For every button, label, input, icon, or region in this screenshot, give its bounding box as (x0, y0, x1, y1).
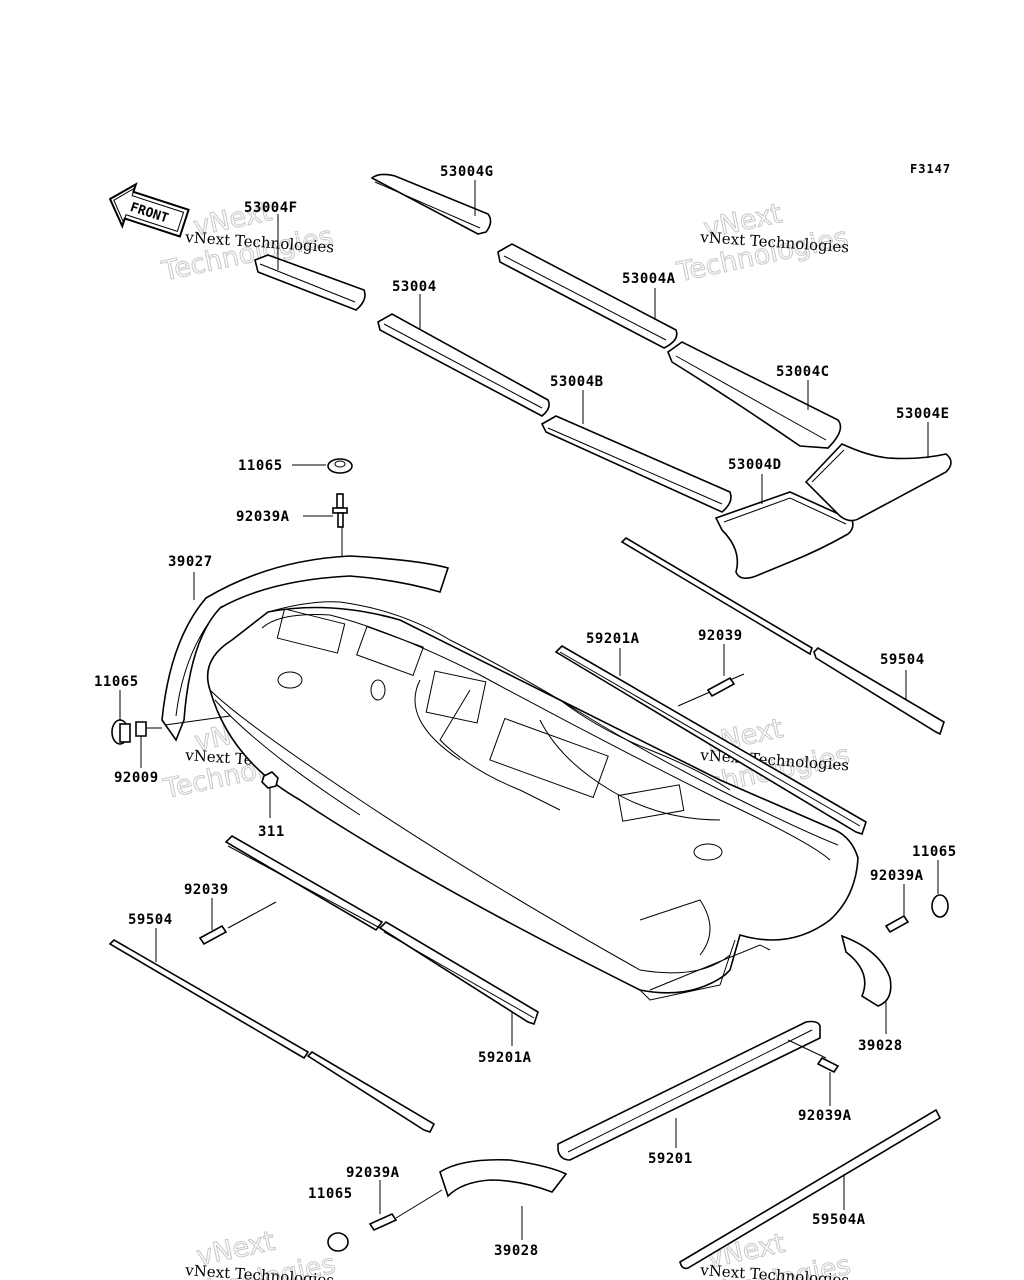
label-92039-right: 92039 (698, 628, 743, 644)
part-labels: 53004G 53004F 53004 53004A 53004B 53004C… (94, 164, 957, 1259)
label-59201A-right: 59201A (586, 631, 640, 647)
label-311: 311 (258, 824, 285, 840)
label-59504A: 59504A (812, 1212, 866, 1228)
cap-11065-right (931, 894, 949, 918)
bumper-39027 (161, 555, 450, 742)
mat-53004F (254, 254, 366, 311)
guard-rail-59504-right (620, 536, 945, 736)
label-59504-right: 59504 (880, 652, 925, 668)
label-53004A: 53004A (622, 271, 676, 287)
label-11065-right: 11065 (912, 844, 957, 860)
label-92039A-right: 92039A (870, 868, 924, 884)
label-92039A-top: 92039A (236, 509, 290, 525)
nut-311 (261, 771, 279, 789)
mat-53004C (667, 341, 842, 449)
rivet-92039A-bottom-right (816, 1056, 840, 1074)
mat-53004G (370, 173, 492, 235)
mat-53004 (377, 313, 550, 417)
label-11065-bottom: 11065 (308, 1186, 353, 1202)
bumper-39028-right (840, 934, 892, 1007)
label-53004: 53004 (392, 279, 437, 295)
label-39028-bottom: 39028 (494, 1243, 539, 1259)
guard-rail-59504-left (108, 939, 436, 1133)
trim-59201A-left (224, 835, 539, 1026)
label-92039A-bottom-right: 92039A (798, 1108, 852, 1124)
rivet-92039A-top (332, 493, 348, 528)
cap-11065-left (111, 719, 131, 745)
trim-59201 (557, 1020, 821, 1161)
front-arrow-icon: FRONT (108, 182, 190, 238)
rivet-92039A-right (884, 914, 910, 934)
mat-53004E (804, 443, 952, 522)
label-39027: 39027 (168, 554, 213, 570)
mat-53004B (540, 415, 732, 513)
leader-lines (119, 180, 939, 1240)
label-92009: 92009 (114, 770, 159, 786)
bumper-39028-left (439, 1158, 568, 1198)
label-39028-right: 39028 (858, 1038, 903, 1054)
label-11065-left: 11065 (94, 674, 139, 690)
label-59201A-left: 59201A (478, 1050, 532, 1066)
trim-59201A-right (554, 644, 867, 836)
label-11065-top: 11065 (238, 458, 283, 474)
mat-53004D (714, 491, 854, 580)
rivet-92039-left (198, 924, 228, 946)
label-53004D: 53004D (728, 457, 782, 473)
label-59201: 59201 (648, 1151, 693, 1167)
label-92039A-bottom: 92039A (346, 1165, 400, 1181)
label-53004B: 53004B (550, 374, 604, 390)
label-53004C: 53004C (776, 364, 830, 380)
hull-deck (206, 601, 859, 1001)
guard-rail-59504A (679, 1108, 942, 1270)
rivet-92039A-bottom (368, 1212, 398, 1232)
mat-53004A (497, 243, 678, 349)
screw-92009 (135, 721, 162, 737)
label-92039-left: 92039 (184, 882, 229, 898)
label-53004F: 53004F (244, 200, 298, 216)
rivet-92039-right (706, 673, 745, 698)
figure-code: F3147 (910, 162, 951, 176)
label-53004E: 53004E (896, 406, 950, 422)
cap-11065-bottom (327, 1232, 349, 1252)
label-59504-left: 59504 (128, 912, 173, 928)
cap-11065-top (327, 458, 353, 474)
label-53004G: 53004G (440, 164, 494, 180)
